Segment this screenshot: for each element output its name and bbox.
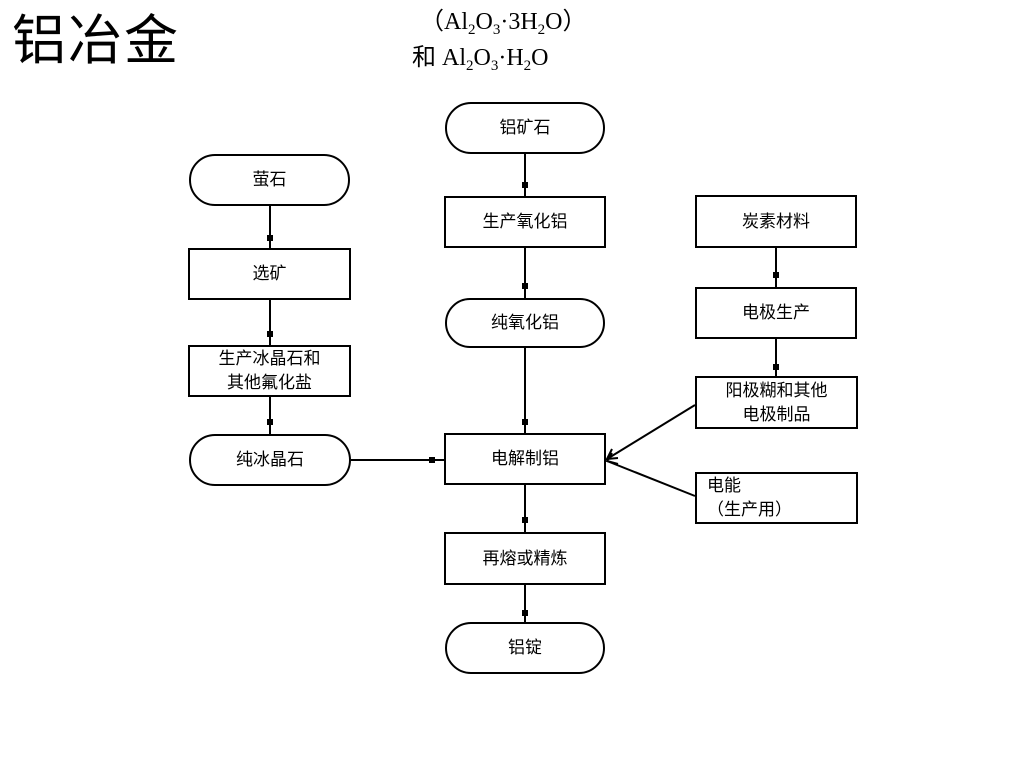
node-electrode-production: 电极生产 [695, 287, 857, 339]
node-pure-alumina: 纯氧化铝 [445, 298, 605, 348]
formula-part: O） [545, 9, 587, 35]
junction-dot [267, 235, 273, 241]
junction-dot [522, 283, 528, 289]
alumina-monohydrate-formula: 和 Al2O3·H2O [412, 44, 549, 74]
arrowhead-electric-power [605, 452, 619, 465]
node-fluorite: 萤石 [189, 154, 350, 206]
alumina-hydrate-formula: （Al2O3·3H2O） [420, 8, 587, 38]
junction-dot [522, 517, 528, 523]
formula-part: ·3H [500, 9, 538, 35]
formula-part: O [531, 45, 549, 71]
node-anode-products: 阳极糊和其他 电极制品 [695, 376, 858, 429]
node-label: 电极生产 [742, 303, 810, 323]
formula-subscript: 2 [468, 22, 476, 38]
node-carbon-materials: 炭素材料 [695, 195, 857, 248]
node-label: 选矿 [252, 264, 287, 284]
node-electric-power: 电能 （生产用） [695, 472, 858, 524]
formula-part: O [475, 9, 493, 35]
node-label: 纯冰晶石 [236, 450, 304, 470]
junction-dot [522, 610, 528, 616]
slide-title: 铝冶金 [12, 9, 180, 72]
formula-part: 和 Al [412, 45, 466, 71]
node-label: 生产氧化铝 [482, 212, 568, 232]
node-cryolite-production: 生产冰晶石和 其他氟化盐 [188, 345, 351, 397]
node-pure-cryolite: 纯冰晶石 [189, 434, 351, 486]
node-beneficiation: 选矿 [188, 248, 351, 300]
junction-dot [522, 419, 528, 425]
junction-dot [522, 182, 528, 188]
junction-dot [773, 272, 779, 278]
node-bauxite: 铝矿石 [445, 102, 605, 154]
formula-subscript: 3 [490, 58, 499, 74]
node-label: 纯氧化铝 [491, 313, 559, 333]
formula-part: ·H [498, 45, 524, 71]
formula-part: O [473, 45, 491, 71]
arrowhead-anode-products [605, 448, 619, 461]
formula-subscript: 3 [492, 22, 501, 38]
node-label: 电能 （生产用） [707, 476, 792, 520]
junction-dot [773, 364, 779, 370]
junction-dot [267, 419, 273, 425]
node-label: 铝矿石 [499, 118, 551, 138]
junction-dot [267, 331, 273, 337]
node-label: 铝锭 [508, 638, 542, 658]
node-label: 炭素材料 [742, 211, 810, 232]
formula-subscript: 2 [466, 58, 474, 74]
node-label: 电解制铝 [491, 449, 559, 469]
formula-subscript: 2 [523, 58, 532, 74]
connector-anode-products-to-electrolysis [606, 404, 696, 460]
node-refining: 再熔或精炼 [444, 532, 606, 585]
connector-electric-power-to-electrolysis [606, 460, 696, 497]
junction-dot [429, 457, 435, 463]
node-electrolysis: 电解制铝 [444, 433, 606, 485]
node-label: 阳极糊和其他 电极制品 [725, 380, 828, 425]
formula-subscript: 2 [537, 22, 546, 38]
node-label: 生产冰晶石和 其他氟化盐 [218, 349, 321, 393]
node-label: 再熔或精炼 [482, 548, 568, 569]
node-label: 萤石 [252, 170, 287, 190]
node-alumina-production: 生产氧化铝 [444, 196, 606, 248]
node-ingot: 铝锭 [445, 622, 605, 674]
formula-part: （Al [420, 9, 468, 35]
